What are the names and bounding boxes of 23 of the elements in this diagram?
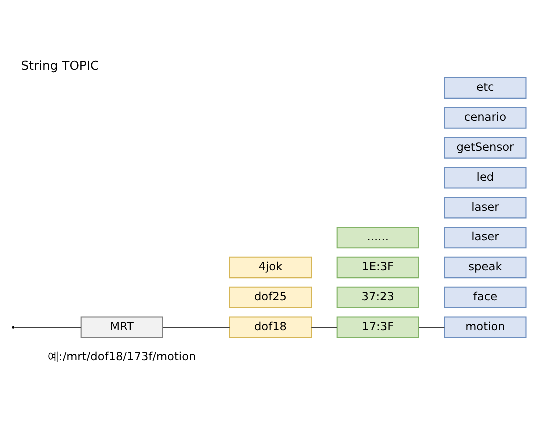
connector (312, 327, 338, 328)
connector (163, 327, 230, 328)
node-box: getSensor (444, 137, 527, 159)
node-box: dof25 (229, 286, 312, 309)
label: 예:/mrt/dof18/173f/motion (48, 349, 196, 364)
node-box: 4jok (229, 256, 312, 279)
diagram-title: String TOPIC (21, 59, 100, 74)
node-box: 1E:3F (336, 256, 420, 279)
connector (419, 327, 445, 328)
node-box: etc (444, 77, 527, 99)
node-box: 17:3F (336, 316, 420, 338)
node-box: led (444, 167, 527, 189)
node-box: dof18 (229, 316, 312, 338)
node-box: 37:23 (336, 286, 420, 309)
node-box: ...... (336, 226, 420, 249)
node-box: face (444, 286, 527, 309)
node-box: speak (444, 256, 527, 279)
node-box: cenario (444, 107, 527, 129)
node-box: laser (444, 226, 527, 249)
node-box: MRT (80, 316, 164, 338)
node-box: laser (444, 197, 527, 219)
node-box: motion (444, 316, 527, 338)
connector (14, 327, 82, 328)
